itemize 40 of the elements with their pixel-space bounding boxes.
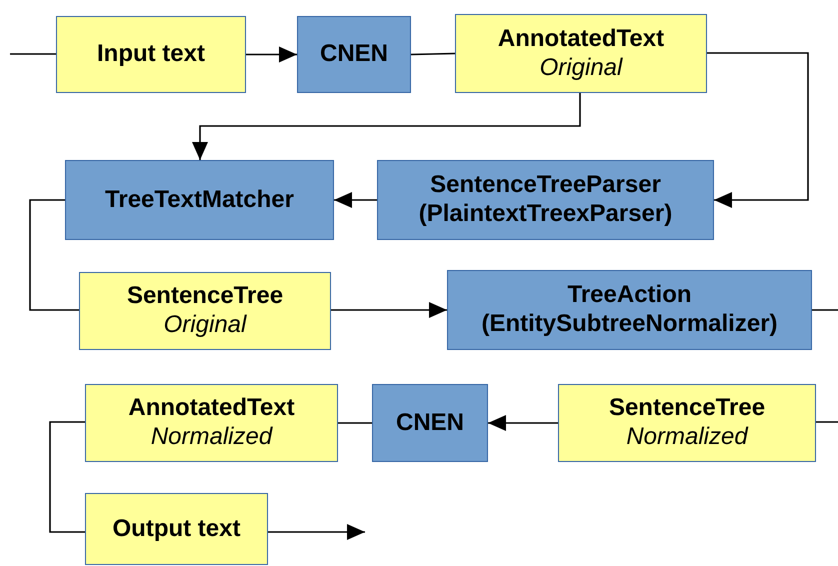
- arrow: [334, 192, 377, 208]
- box-title: TreeAction (EntitySubtreeNormalizer): [480, 281, 779, 339]
- arrow: [331, 302, 447, 318]
- process-box: [65, 160, 334, 240]
- box-title: SentenceTree: [608, 394, 766, 423]
- arrow: [246, 46, 297, 62]
- box-title: SentenceTreeParser (PlaintextTreexParser): [418, 171, 674, 229]
- data-box: [79, 272, 331, 350]
- box-title: Output text: [112, 514, 240, 544]
- box-title: TreeTextMatcher: [105, 186, 294, 214]
- process-box: [372, 384, 488, 462]
- connector-line: [10, 53, 56, 55]
- process-box: [297, 16, 411, 93]
- arrow: [268, 524, 365, 540]
- box-title: Input text: [97, 40, 205, 69]
- connector-line: [49, 421, 85, 533]
- box-title: AnnotatedText: [128, 394, 295, 423]
- box-subtitle: Original: [540, 54, 622, 82]
- box-subtitle: Normalized: [626, 423, 748, 452]
- process-box: [377, 160, 714, 240]
- arrow: [488, 415, 558, 431]
- data-box: [56, 16, 246, 93]
- box-subtitle: Original: [164, 311, 246, 340]
- arrow: [192, 93, 581, 160]
- connector-line: [812, 309, 838, 311]
- data-box: [558, 384, 816, 462]
- box-title: CNEN: [396, 408, 464, 438]
- connector-line: [410, 52, 456, 56]
- box-title: AnnotatedText: [498, 24, 664, 54]
- box-title: SentenceTree: [126, 282, 284, 311]
- data-box: [455, 14, 707, 93]
- box-title: CNEN: [320, 40, 388, 69]
- connector-line: [29, 199, 79, 311]
- data-box: [85, 493, 268, 565]
- connector-line: [816, 421, 838, 423]
- connector-line: [338, 422, 372, 424]
- arrow: [707, 52, 809, 208]
- box-subtitle: Normalized: [150, 423, 272, 452]
- process-box: [447, 270, 812, 350]
- data-box: [85, 384, 338, 462]
